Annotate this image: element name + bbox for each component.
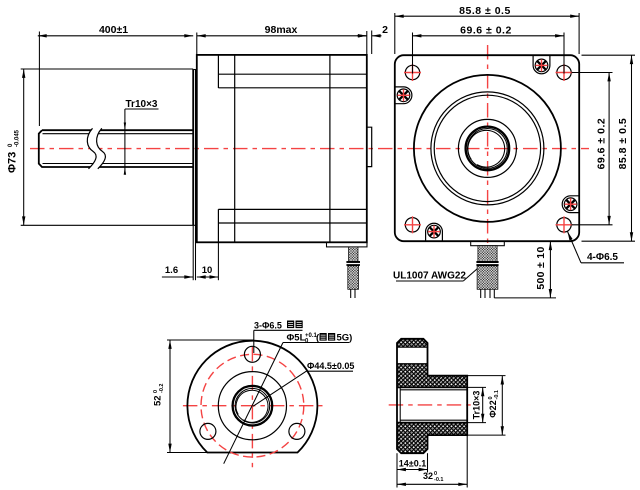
svg-text:0: 0	[488, 396, 494, 399]
svg-text:0: 0	[434, 471, 437, 477]
svg-text:0: 0	[153, 390, 159, 393]
svg-text:-0.2: -0.2	[159, 384, 165, 393]
svg-text:2: 2	[382, 24, 388, 36]
svg-text:Φ5L: Φ5L	[287, 333, 306, 344]
svg-text:-0.1: -0.1	[434, 477, 443, 483]
svg-text:Φ73: Φ73	[7, 152, 19, 173]
svg-text:14±0.1: 14±0.1	[399, 459, 426, 469]
svg-text:-0.045: -0.045	[15, 129, 21, 147]
svg-text:4-Φ6.5: 4-Φ6.5	[587, 252, 618, 263]
svg-text:(: (	[316, 333, 320, 344]
svg-text:3-Φ6.5: 3-Φ6.5	[254, 321, 282, 331]
svg-text:1.6: 1.6	[165, 265, 178, 276]
svg-text:98max: 98max	[265, 24, 298, 36]
svg-text:Φ22: Φ22	[488, 400, 498, 417]
svg-text:500 ± 10: 500 ± 10	[535, 246, 547, 289]
svg-text:-0.1: -0.1	[494, 390, 500, 399]
svg-text:0: 0	[8, 143, 14, 147]
svg-text:400±1: 400±1	[99, 24, 128, 36]
svg-text:Φ44.5±0.05: Φ44.5±0.05	[307, 361, 354, 371]
svg-text:Tr10×3: Tr10×3	[126, 99, 158, 110]
svg-text:0: 0	[305, 339, 309, 345]
svg-text:5G): 5G)	[337, 333, 353, 344]
svg-text:69.6 ± 0.2: 69.6 ± 0.2	[460, 24, 512, 36]
svg-text:10: 10	[202, 265, 213, 276]
svg-text:52: 52	[153, 395, 164, 406]
svg-text:UL1007 AWG22: UL1007 AWG22	[393, 271, 466, 282]
svg-text:69.6 ± 0.2: 69.6 ± 0.2	[596, 118, 608, 170]
svg-text:Tr10×3: Tr10×3	[472, 391, 482, 420]
svg-text:32: 32	[423, 471, 433, 481]
svg-text:+0.1: +0.1	[305, 333, 318, 339]
svg-text:85.8 ± 0.5: 85.8 ± 0.5	[617, 118, 629, 170]
svg-text:85.8 ± 0.5: 85.8 ± 0.5	[459, 5, 511, 17]
